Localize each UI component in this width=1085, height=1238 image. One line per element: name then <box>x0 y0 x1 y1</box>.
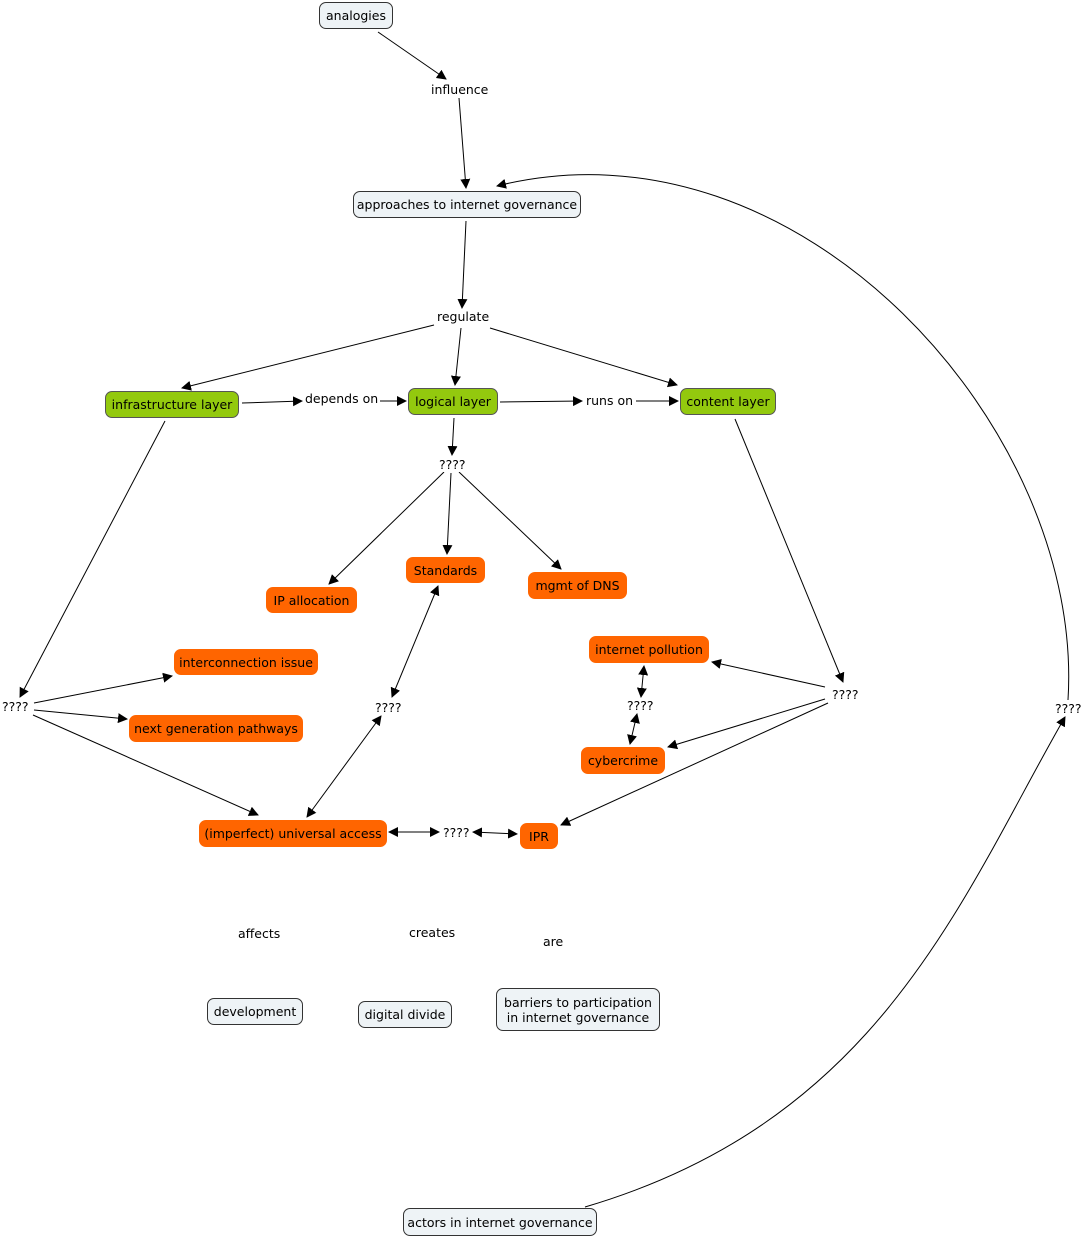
link-label-q-far-right: ???? <box>1053 701 1084 716</box>
connector-qfarright-approaches <box>496 174 1070 701</box>
link-label-affects: affects <box>236 926 283 941</box>
link-label-regulate: regulate <box>435 309 492 324</box>
node-internet-pollution[interactable]: internet pollution <box>589 636 709 663</box>
connector-qright-pollution <box>711 659 826 688</box>
connector-infrastructure-qleft <box>19 420 166 698</box>
connector-influence-approaches <box>458 97 471 189</box>
link-label-creates: creates <box>407 925 458 940</box>
link-label-depends-on: depends on <box>303 391 381 406</box>
link-label-q-bottom: ???? <box>441 825 472 840</box>
node-infrastructure-layer[interactable]: infrastructure layer <box>105 391 239 418</box>
connector-qpollution-pollution <box>636 665 649 698</box>
connector-qleft-interconnection <box>33 672 173 704</box>
node-ipr[interactable]: IPR <box>520 823 558 849</box>
node-ip-allocation[interactable]: IP allocation <box>266 587 357 613</box>
link-label-q-pollution: ???? <box>625 698 656 713</box>
connector-logical-qlogical <box>447 417 458 456</box>
connector-qlogical-dns <box>458 471 562 570</box>
connector-logical-runs <box>499 396 583 407</box>
connector-approaches-regulate <box>457 220 468 309</box>
connector-qmiddle-standards <box>390 585 440 698</box>
connector-content-qright <box>734 418 845 683</box>
node-universal-access[interactable]: (imperfect) universal access <box>199 820 387 847</box>
connector-actors-qfarright <box>584 716 1066 1208</box>
connector-qmiddle-universal <box>306 715 382 818</box>
node-digital-divide[interactable]: digital divide <box>358 1001 452 1028</box>
node-logical-layer[interactable]: logical layer <box>408 388 498 415</box>
connector-qlogical-ip <box>328 471 445 585</box>
connector-qleft-nextgen <box>33 709 128 724</box>
node-barriers[interactable]: barriers to participation in internet go… <box>496 988 660 1031</box>
node-interconnection-issue[interactable]: interconnection issue <box>174 649 318 675</box>
connector-regulate-infrastructure <box>181 324 435 391</box>
node-approaches[interactable]: approaches to internet governance <box>353 191 581 218</box>
connector-qbottom-ipr <box>472 827 518 839</box>
node-mgmt-of-dns[interactable]: mgmt of DNS <box>528 572 627 599</box>
node-content-layer[interactable]: content layer <box>680 388 776 415</box>
link-label-influence: influence <box>429 82 491 97</box>
link-label-q-left: ???? <box>0 699 31 714</box>
node-development[interactable]: development <box>207 998 303 1025</box>
node-standards[interactable]: Standards <box>406 557 485 583</box>
connector-regulate-logical <box>450 327 462 386</box>
link-label-q-right: ???? <box>830 687 861 702</box>
node-next-generation-pathways[interactable]: next generation pathways <box>129 715 303 742</box>
link-label-q-logical: ???? <box>437 457 468 472</box>
connector-qright-cybercrime <box>667 698 826 750</box>
connector-qpollution-cybercrime <box>627 713 640 745</box>
node-actors[interactable]: actors in internet governance <box>403 1208 597 1236</box>
connector-regulate-content <box>489 327 678 388</box>
link-label-q-middle: ???? <box>373 700 404 715</box>
connector-qleft-universal <box>32 714 259 816</box>
connector-infrastructure-depends <box>241 396 303 407</box>
link-label-runs-on: runs on <box>584 393 636 408</box>
connector-analogies-influence <box>377 31 447 80</box>
link-label-are: are <box>541 934 566 949</box>
node-analogies[interactable]: analogies <box>319 2 393 29</box>
connector-qlogical-standards <box>442 472 453 555</box>
connector-qright-ipr <box>560 702 829 826</box>
node-cybercrime[interactable]: cybercrime <box>581 747 665 774</box>
